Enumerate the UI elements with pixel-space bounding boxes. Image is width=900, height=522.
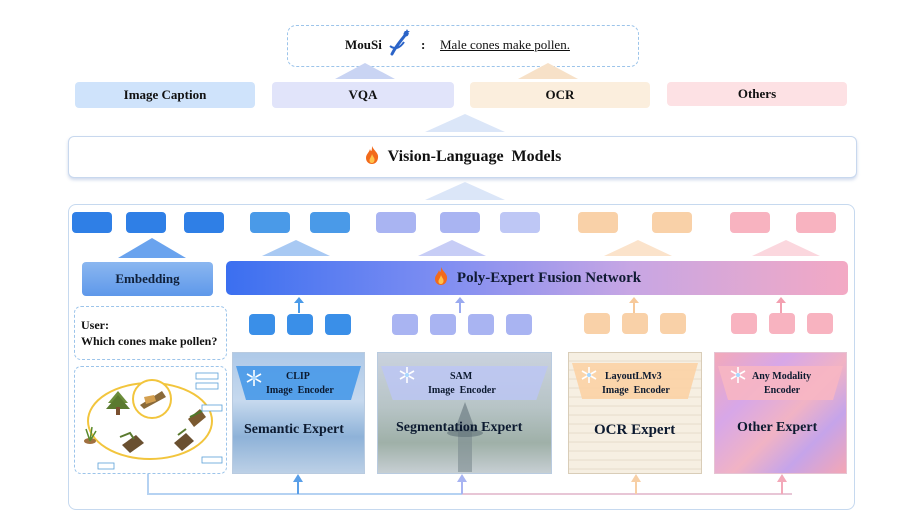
token [376, 212, 416, 233]
token [468, 314, 494, 335]
arrow-up [518, 63, 578, 79]
token [249, 314, 275, 335]
encoder-trapezoid [572, 363, 698, 399]
arrow-up [425, 182, 505, 200]
arrow-up [604, 240, 672, 256]
token [250, 212, 290, 233]
token [287, 314, 313, 335]
poly-expert-fusion-network: Poly-Expert Fusion Network [226, 261, 848, 295]
token [796, 212, 836, 233]
token [440, 212, 480, 233]
answer-text: Male cones make pollen. [440, 37, 570, 52]
arrow-small-up [629, 297, 639, 313]
token [184, 212, 224, 233]
fire-icon [364, 145, 380, 170]
token [126, 212, 166, 233]
token [392, 314, 418, 335]
expert-title: OCR Expert [594, 422, 676, 438]
token [325, 314, 351, 335]
expert-title: Other Expert [737, 420, 818, 435]
token [430, 314, 456, 335]
encoder-name: Any Modality [752, 371, 812, 382]
answer-colon: : [421, 37, 426, 52]
token [500, 212, 540, 233]
encoder-label: Image Encoder [428, 385, 496, 396]
arrow-up [425, 114, 505, 132]
embedding-box: Embedding [82, 262, 213, 296]
pine-cone-lifecycle-image [78, 369, 224, 471]
app-name: MouSi [345, 37, 382, 52]
task-ocr: OCR [470, 82, 650, 108]
token [310, 212, 350, 233]
wizard-figure [440, 402, 490, 474]
encoder-label: Encoder [764, 385, 801, 396]
task-vqa: VQA [272, 82, 454, 108]
encoder-trapezoid [381, 366, 548, 400]
snowflake-icon [245, 369, 263, 387]
arrow-small-up [294, 297, 304, 313]
encoder-label: Image Encoder [266, 385, 334, 396]
token [578, 212, 618, 233]
answer-bubble [287, 25, 639, 67]
task-others: Others [667, 82, 847, 106]
token [652, 212, 692, 233]
robot-mascot-icon [386, 28, 412, 58]
input-distribution-lines [140, 474, 800, 498]
encoder-label: Image Encoder [602, 385, 670, 396]
vision-language-models: Vision-Language Models [68, 136, 857, 178]
token [660, 313, 686, 334]
main-container [68, 204, 855, 510]
fire-icon [433, 266, 449, 291]
arrow-up [752, 240, 820, 256]
token [731, 313, 757, 334]
token [72, 212, 112, 233]
token [622, 313, 648, 334]
encoder-name: LayoutLMv3 [605, 371, 662, 382]
snowflake-icon [398, 366, 416, 384]
token [584, 313, 610, 334]
user-label: User: [81, 318, 109, 332]
encoder-trapezoid [718, 366, 843, 400]
user-question-box [74, 306, 227, 360]
arrow-small-up [776, 297, 786, 313]
token [506, 314, 532, 335]
encoder-name: SAM [450, 371, 473, 382]
expert-title: Semantic Expert [244, 422, 344, 437]
snowflake-icon [580, 366, 598, 384]
encoder-name: CLIP [286, 371, 310, 382]
encoder-trapezoid [236, 366, 361, 400]
user-question: Which cones make pollen? [81, 334, 218, 348]
arrow-up [335, 63, 395, 79]
task-image-caption: Image Caption [75, 82, 255, 108]
token [730, 212, 770, 233]
snowflake-icon [729, 366, 747, 384]
token [807, 313, 833, 334]
arrow-up [418, 240, 486, 256]
arrow-up [118, 238, 186, 258]
arrow-up [262, 240, 330, 256]
arrow-small-up [455, 297, 465, 313]
expert-title: Segmentation Expert [396, 420, 523, 435]
token [769, 313, 795, 334]
